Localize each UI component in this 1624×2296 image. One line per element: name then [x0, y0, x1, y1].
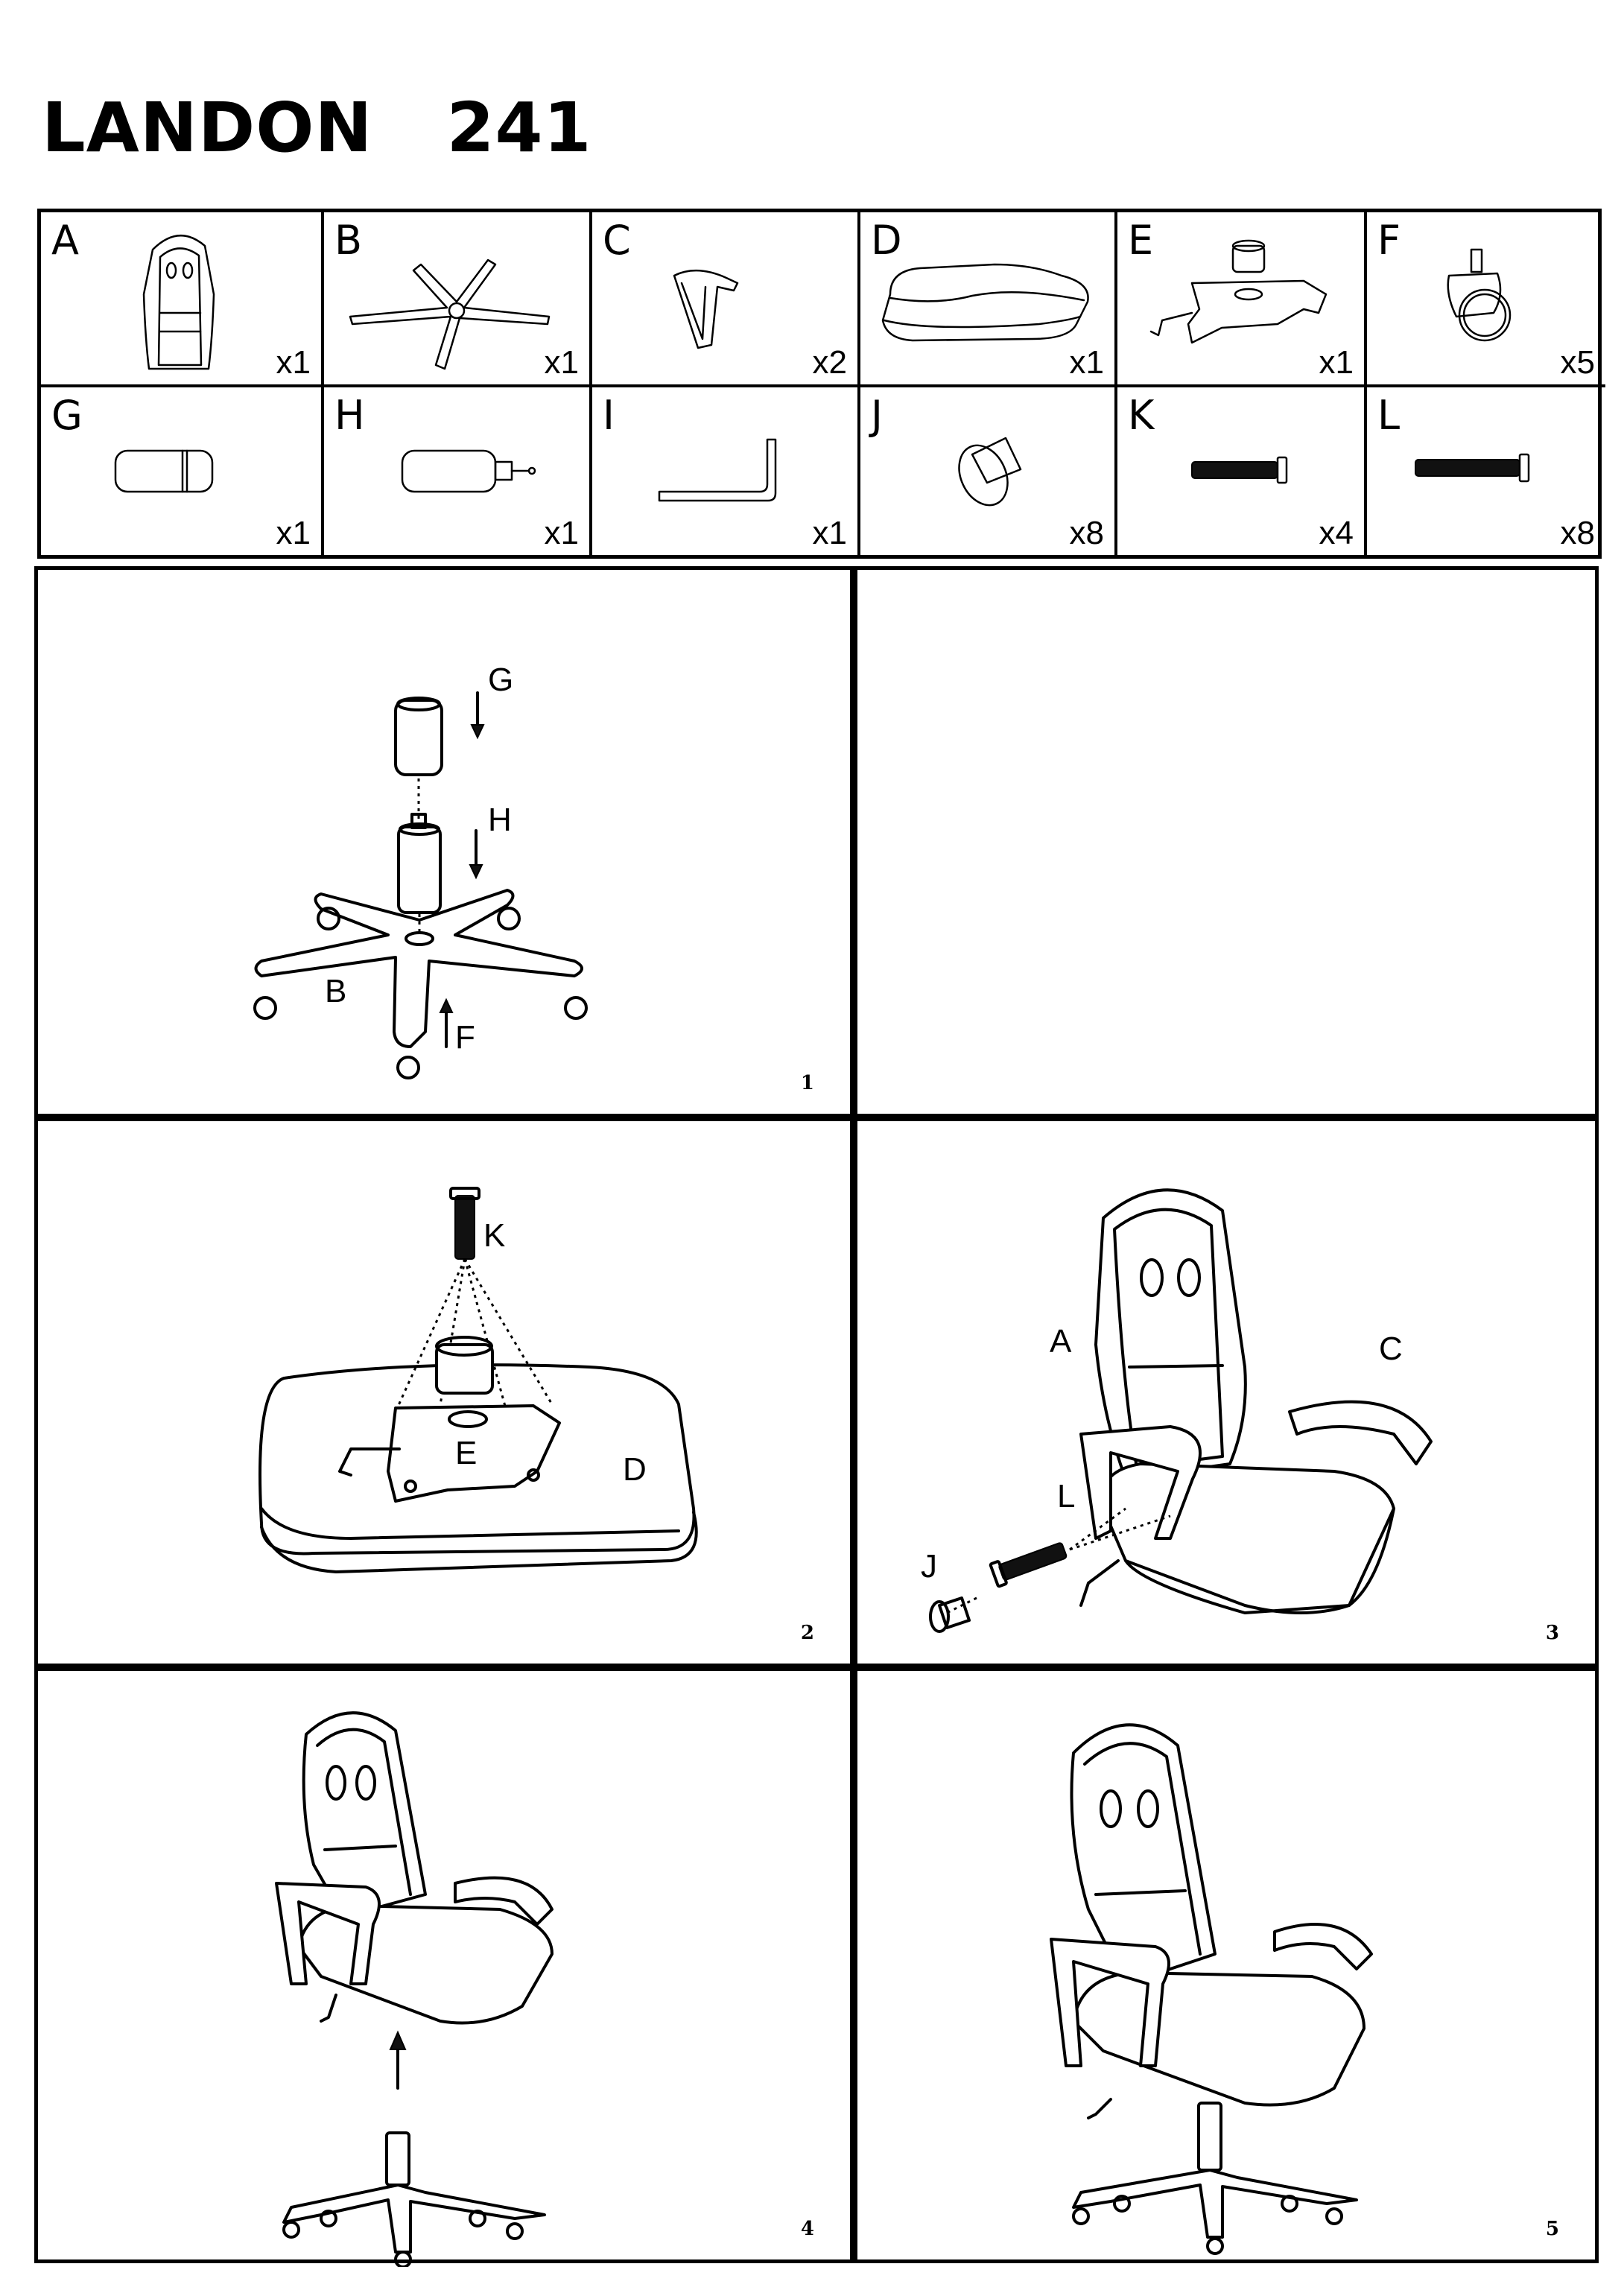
part-quantity: x1 [812, 515, 847, 551]
part-quantity: x1 [1069, 344, 1104, 381]
step-2-panel: K E D 2 [34, 1117, 854, 1667]
part-letter: E [1128, 217, 1154, 264]
label-c: C [1379, 1331, 1403, 1367]
tilt-mechanism-icon [1149, 239, 1328, 344]
gas-lift-icon [401, 449, 536, 493]
label-k: K [483, 1217, 505, 1254]
part-quantity: x8 [1069, 515, 1104, 551]
product-name: LANDON [42, 88, 373, 168]
part-letter: I [603, 392, 615, 439]
part-letter: D [871, 217, 902, 264]
part-quantity: x1 [544, 515, 579, 551]
step-1-panel: G H B F 1 [34, 566, 854, 1117]
part-quantity: x1 [1319, 344, 1354, 381]
part-l: L x8 [1367, 387, 1605, 555]
short-bolt-icon [1191, 456, 1288, 484]
part-letter: C [603, 217, 631, 264]
part-quantity: x4 [1319, 515, 1354, 551]
part-letter: H [334, 392, 365, 439]
label-g: G [488, 662, 513, 698]
part-letter: G [51, 392, 83, 439]
part-c: C x2 [592, 212, 860, 387]
step-3-panel: L J A C 3 [854, 1117, 1599, 1667]
part-h: H x1 [324, 387, 592, 555]
step-number: 2 [800, 1622, 814, 1644]
label-h: H [488, 802, 512, 838]
part-j: J x8 [860, 387, 1117, 555]
part-letter: L [1377, 392, 1401, 439]
part-quantity: x1 [276, 515, 311, 551]
seat-cushion-icon [881, 263, 1089, 342]
finished-chair-illustration [1050, 1723, 1373, 2255]
part-g: G x1 [41, 387, 324, 555]
part-b: B x1 [324, 212, 592, 387]
long-bolt-icon [1415, 453, 1530, 483]
part-d: D x1 [860, 212, 1117, 387]
cylinder-cover-icon [114, 449, 214, 493]
armrest-assembly-illustration: L J A C [921, 1188, 1433, 1633]
star-base-icon [349, 259, 551, 370]
part-letter: J [871, 392, 883, 439]
part-quantity: x8 [1560, 515, 1595, 551]
mechanism-assembly-illustration: K E D [258, 1187, 698, 1573]
part-letter: B [334, 217, 363, 264]
seat-to-base-illustration [275, 1711, 554, 2267]
part-quantity: x2 [812, 344, 847, 381]
part-f: F x5 [1367, 212, 1605, 387]
part-letter: F [1377, 217, 1401, 264]
part-a: A x1 [41, 212, 324, 387]
label-b: B [325, 973, 346, 1009]
empty-panel [854, 566, 1599, 1117]
parts-list: A x1 B x1 C x2 D x1 E [37, 209, 1605, 559]
step-number: 4 [800, 2218, 814, 2240]
step-4-panel: 4 [34, 1667, 854, 2267]
part-quantity: x5 [1560, 344, 1595, 381]
allen-key-icon [658, 438, 777, 502]
bolt-cap-icon [958, 437, 1022, 507]
part-i: I x1 [592, 387, 860, 555]
label-l: L [1057, 1478, 1075, 1515]
step-number: 1 [800, 1072, 814, 1094]
page-title: LANDON 241 [42, 88, 592, 168]
label-e: E [455, 1435, 477, 1471]
part-k: K x4 [1117, 387, 1367, 555]
part-quantity: x1 [544, 344, 579, 381]
backrest-icon [142, 235, 215, 370]
step-number: 5 [1545, 2218, 1559, 2240]
product-model: 241 [446, 88, 592, 168]
part-letter: K [1128, 392, 1155, 439]
part-quantity: x1 [276, 344, 311, 381]
label-f: F [455, 1019, 475, 1056]
base-assembly-illustration: G H B F [253, 662, 588, 1079]
part-letter: A [51, 217, 79, 264]
step-5-panel: 5 [854, 1667, 1599, 2263]
label-j: J [921, 1548, 937, 1585]
caster-wheel-icon [1447, 248, 1512, 342]
armrest-icon [673, 269, 739, 349]
label-a: A [1050, 1323, 1072, 1360]
step-number: 3 [1545, 1622, 1559, 1644]
part-e: E x1 [1117, 212, 1367, 387]
label-d: D [623, 1451, 647, 1488]
